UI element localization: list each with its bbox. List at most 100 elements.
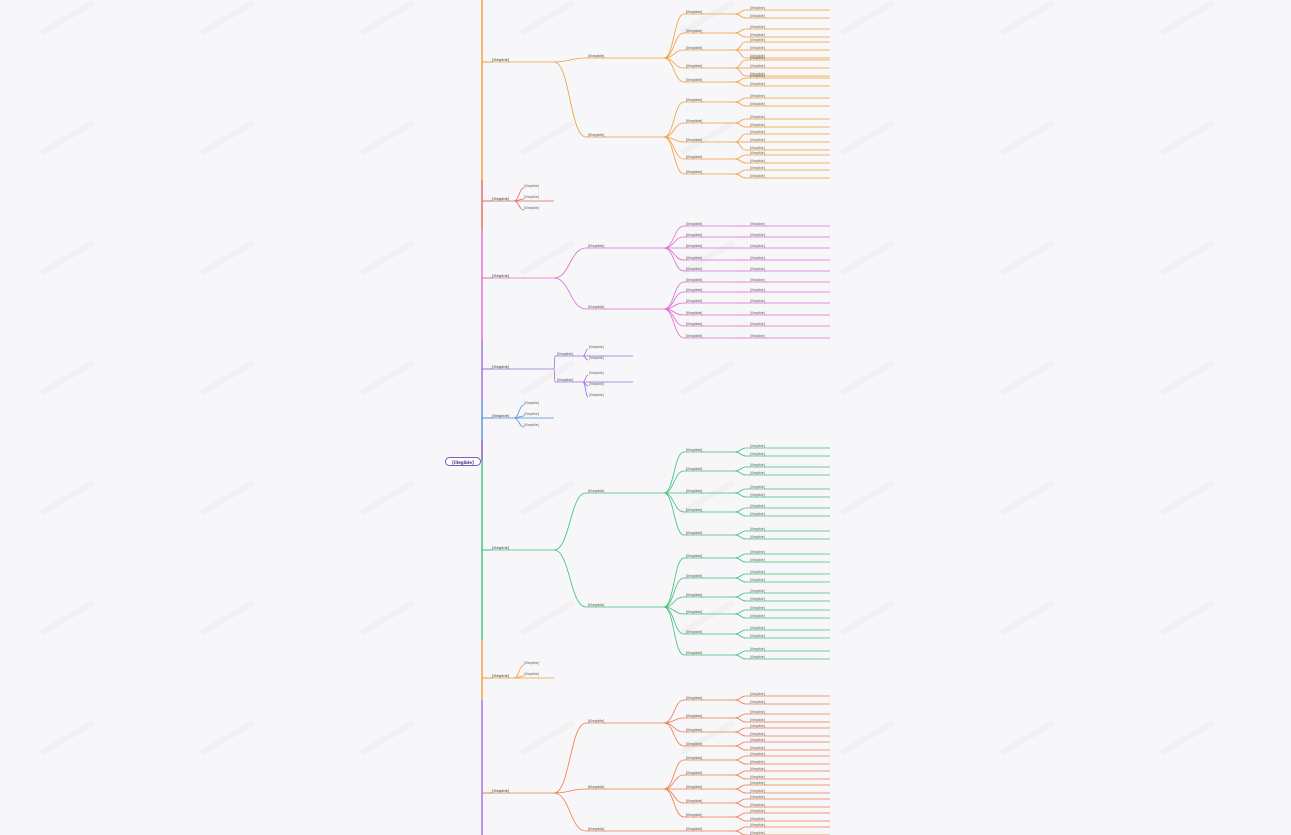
topic-note[interactable]: [illegible] bbox=[589, 344, 604, 349]
detail-note[interactable]: [illegible] bbox=[750, 633, 765, 638]
detail-note[interactable]: [illegible] bbox=[750, 751, 765, 756]
detail-note[interactable]: [illegible] bbox=[750, 731, 765, 736]
root-node[interactable]: [illegible] bbox=[445, 457, 481, 466]
topic-item[interactable]: [illegible] bbox=[686, 154, 703, 159]
detail-note[interactable]: [illegible] bbox=[750, 802, 765, 807]
branch-note[interactable]: [illegible] bbox=[524, 183, 539, 188]
topic-item[interactable]: [illegible] bbox=[686, 629, 703, 634]
detail-note[interactable]: [illegible] bbox=[750, 129, 765, 134]
topic-note[interactable]: [illegible] bbox=[589, 370, 604, 375]
detail-note[interactable]: [illegible] bbox=[750, 691, 765, 696]
detail-note[interactable]: [illegible] bbox=[750, 577, 765, 582]
detail-note[interactable]: [illegible] bbox=[750, 122, 765, 127]
detail-note[interactable]: [illegible] bbox=[750, 255, 765, 260]
detail-note[interactable]: [illegible] bbox=[750, 549, 765, 554]
detail-note[interactable]: [illegible] bbox=[750, 759, 765, 764]
detail-note[interactable]: [illegible] bbox=[750, 822, 765, 827]
detail-note[interactable]: [illegible] bbox=[750, 298, 765, 303]
topic-item[interactable]: [illegible] bbox=[686, 507, 703, 512]
detail-note[interactable]: [illegible] bbox=[750, 511, 765, 516]
topic-item[interactable]: [illegible] bbox=[686, 592, 703, 597]
topic-item[interactable]: [illegible] bbox=[686, 798, 703, 803]
detail-note[interactable]: [illegible] bbox=[750, 462, 765, 467]
topic-item[interactable]: [illegible] bbox=[686, 466, 703, 471]
branch-b2[interactable]: [illegible] bbox=[492, 196, 510, 201]
branch-b7[interactable]: [illegible] bbox=[492, 673, 510, 678]
detail-note[interactable]: [illegible] bbox=[750, 221, 765, 226]
detail-note[interactable]: [illegible] bbox=[750, 709, 765, 714]
topic-item[interactable]: [illegible] bbox=[686, 298, 703, 303]
branch-note[interactable]: [illegible] bbox=[524, 400, 539, 405]
detail-note[interactable]: [illegible] bbox=[750, 37, 765, 42]
branch-note[interactable]: [illegible] bbox=[524, 194, 539, 199]
detail-note[interactable]: [illegible] bbox=[750, 780, 765, 785]
branch-note[interactable]: [illegible] bbox=[524, 671, 539, 676]
detail-note[interactable]: [illegible] bbox=[750, 55, 765, 60]
detail-note[interactable]: [illegible] bbox=[750, 13, 765, 18]
branch-b5[interactable]: [illegible] bbox=[492, 413, 510, 418]
branch-b3[interactable]: [illegible] bbox=[492, 273, 510, 278]
topic-item[interactable]: [illegible] bbox=[686, 784, 703, 789]
detail-note[interactable]: [illegible] bbox=[750, 310, 765, 315]
detail-note[interactable]: [illegible] bbox=[750, 93, 765, 98]
topic-item[interactable]: [illegible] bbox=[686, 255, 703, 260]
detail-note[interactable]: [illegible] bbox=[750, 173, 765, 178]
detail-note[interactable]: [illegible] bbox=[750, 266, 765, 271]
detail-note[interactable]: [illegible] bbox=[750, 32, 765, 37]
detail-note[interactable]: [illegible] bbox=[750, 114, 765, 119]
detail-note[interactable]: [illegible] bbox=[750, 766, 765, 771]
detail-note[interactable]: [illegible] bbox=[750, 808, 765, 813]
detail-note[interactable]: [illegible] bbox=[750, 794, 765, 799]
detail-note[interactable]: [illegible] bbox=[750, 816, 765, 821]
detail-note[interactable]: [illegible] bbox=[750, 71, 765, 76]
topic-item[interactable]: [illegible] bbox=[686, 169, 703, 174]
detail-note[interactable]: [illegible] bbox=[750, 150, 765, 155]
detail-note[interactable]: [illegible] bbox=[750, 470, 765, 475]
detail-note[interactable]: [illegible] bbox=[750, 646, 765, 651]
topic-item[interactable]: [illegible] bbox=[686, 221, 703, 226]
topic-item[interactable]: [illegible] bbox=[686, 232, 703, 237]
detail-note[interactable]: [illegible] bbox=[750, 101, 765, 106]
topic-item[interactable]: [illegible] bbox=[686, 741, 703, 746]
detail-note[interactable]: [illegible] bbox=[750, 484, 765, 489]
detail-note[interactable]: [illegible] bbox=[750, 717, 765, 722]
detail-note[interactable]: [illegible] bbox=[750, 569, 765, 574]
topic-note[interactable]: [illegible] bbox=[589, 355, 604, 360]
detail-note[interactable]: [illegible] bbox=[750, 830, 765, 835]
sub-topic[interactable]: [illegible] bbox=[557, 351, 574, 356]
detail-note[interactable]: [illegible] bbox=[750, 232, 765, 237]
detail-note[interactable]: [illegible] bbox=[750, 534, 765, 539]
topic-item[interactable]: [illegible] bbox=[686, 650, 703, 655]
topic-item[interactable]: [illegible] bbox=[686, 28, 703, 33]
topic-item[interactable]: [illegible] bbox=[686, 447, 703, 452]
sub-topic[interactable]: [illegible] bbox=[588, 602, 605, 607]
topic-note[interactable]: [illegible] bbox=[589, 381, 604, 386]
detail-note[interactable]: [illegible] bbox=[750, 243, 765, 248]
topic-item[interactable]: [illegible] bbox=[686, 266, 703, 271]
topic-item[interactable]: [illegible] bbox=[686, 97, 703, 102]
detail-note[interactable]: [illegible] bbox=[750, 137, 765, 142]
detail-note[interactable]: [illegible] bbox=[750, 788, 765, 793]
topic-item[interactable]: [illegible] bbox=[686, 243, 703, 248]
topic-item[interactable]: [illegible] bbox=[686, 310, 703, 315]
detail-note[interactable]: [illegible] bbox=[750, 287, 765, 292]
detail-note[interactable]: [illegible] bbox=[750, 5, 765, 10]
detail-note[interactable]: [illegible] bbox=[750, 737, 765, 742]
branch-b4[interactable]: [illegible] bbox=[492, 364, 510, 369]
detail-note[interactable]: [illegible] bbox=[750, 321, 765, 326]
detail-note[interactable]: [illegible] bbox=[750, 699, 765, 704]
branch-note[interactable]: [illegible] bbox=[524, 660, 539, 665]
topic-item[interactable]: [illegible] bbox=[686, 333, 703, 338]
detail-note[interactable]: [illegible] bbox=[750, 73, 765, 78]
detail-note[interactable]: [illegible] bbox=[750, 24, 765, 29]
detail-note[interactable]: [illegible] bbox=[750, 596, 765, 601]
detail-note[interactable]: [illegible] bbox=[750, 503, 765, 508]
sub-topic[interactable]: [illegible] bbox=[557, 377, 574, 382]
detail-note[interactable]: [illegible] bbox=[750, 145, 765, 150]
sub-topic[interactable]: [illegible] bbox=[588, 718, 605, 723]
detail-note[interactable]: [illegible] bbox=[750, 774, 765, 779]
detail-note[interactable]: [illegible] bbox=[750, 492, 765, 497]
detail-note[interactable]: [illegible] bbox=[750, 45, 765, 50]
topic-item[interactable]: [illegible] bbox=[686, 530, 703, 535]
topic-item[interactable]: [illegible] bbox=[686, 826, 703, 831]
